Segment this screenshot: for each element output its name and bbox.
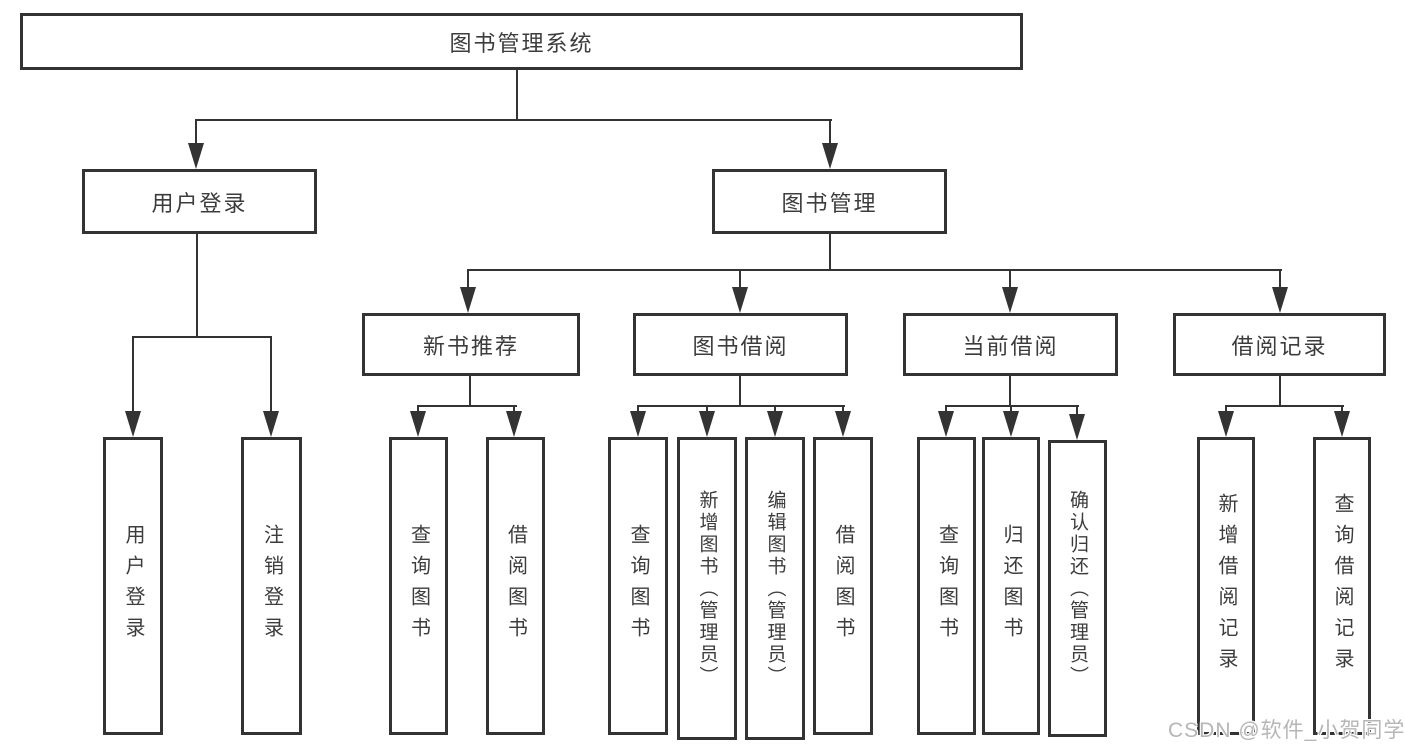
leaf-br-add-record: 新增借阅记录 — [1197, 437, 1255, 735]
connector-line — [467, 269, 1282, 271]
connector-line — [739, 376, 741, 407]
leaf-logout-login: 注销登录 — [241, 437, 302, 735]
connector-line — [132, 336, 272, 338]
arrow-down-icon — [732, 287, 748, 313]
arrow-down-icon — [938, 411, 954, 437]
leaf-nbr-borrow-books: 借阅图书 — [486, 437, 545, 735]
connector-line — [195, 119, 197, 149]
connector-line — [1009, 376, 1011, 407]
node-library-management-system: 图书管理系统 — [20, 13, 1023, 70]
node-borrow-records: 借阅记录 — [1173, 313, 1386, 376]
leaf-cb-confirm-return-admin: 确认归还（管理员） — [1048, 440, 1107, 737]
arrow-down-icon — [1272, 287, 1288, 313]
arrow-down-icon — [699, 411, 715, 437]
leaf-bb-query-books: 查询图书 — [608, 437, 668, 735]
node-book-borrow: 图书借阅 — [633, 313, 848, 376]
arrow-down-icon — [630, 411, 646, 437]
leaf-cb-return-books: 归还图书 — [982, 437, 1040, 735]
leaf-cb-query-books: 查询图书 — [917, 437, 976, 735]
connector-line — [1225, 405, 1344, 407]
leaf-br-query-record: 查询借阅记录 — [1313, 437, 1371, 735]
connector-line — [467, 269, 469, 293]
connector-line — [1279, 376, 1281, 407]
connector-line — [637, 405, 845, 407]
node-book-management: 图书管理 — [712, 169, 947, 234]
node-new-book-recommend: 新书推荐 — [362, 313, 580, 376]
leaf-bb-borrow-books: 借阅图书 — [813, 437, 873, 735]
arrow-down-icon — [767, 411, 783, 437]
arrow-down-icon — [410, 411, 426, 437]
arrow-down-icon — [188, 143, 204, 169]
arrow-down-icon — [1003, 411, 1019, 437]
arrow-down-icon — [1218, 411, 1234, 437]
node-current-borrow: 当前借阅 — [903, 313, 1118, 376]
arrow-down-icon — [263, 411, 279, 437]
arrow-down-icon — [125, 411, 141, 437]
arrow-down-icon — [1002, 287, 1018, 313]
connector-line — [829, 119, 831, 149]
arrow-down-icon — [506, 411, 522, 437]
connector-line — [132, 336, 134, 417]
connector-line — [270, 336, 272, 417]
leaf-nbr-query-books: 查询图书 — [389, 437, 448, 735]
leaf-bb-edit-books-admin: 编辑图书（管理员） — [745, 437, 805, 740]
arrow-down-icon — [835, 411, 851, 437]
connector-line — [1076, 405, 1078, 420]
connector-line — [1279, 269, 1281, 293]
connector-line — [516, 70, 518, 121]
leaf-bb-add-books-admin: 新增图书（管理员） — [677, 437, 737, 740]
arrow-down-icon — [822, 143, 838, 169]
arrow-down-icon — [1069, 414, 1085, 440]
connector-line — [196, 234, 198, 338]
connector-line — [829, 234, 831, 271]
connector-line — [1009, 269, 1011, 293]
node-user-login: 用户登录 — [82, 169, 317, 234]
connector-line — [945, 405, 1079, 407]
connector-line — [739, 269, 741, 293]
arrow-down-icon — [460, 287, 476, 313]
arrow-down-icon — [1334, 411, 1350, 437]
leaf-user-login: 用户登录 — [103, 437, 163, 735]
connector-line — [469, 376, 471, 407]
watermark: CSDN @软件_小贺同学 — [1168, 719, 1405, 742]
connector-line — [417, 405, 517, 407]
connector-line — [195, 119, 832, 121]
